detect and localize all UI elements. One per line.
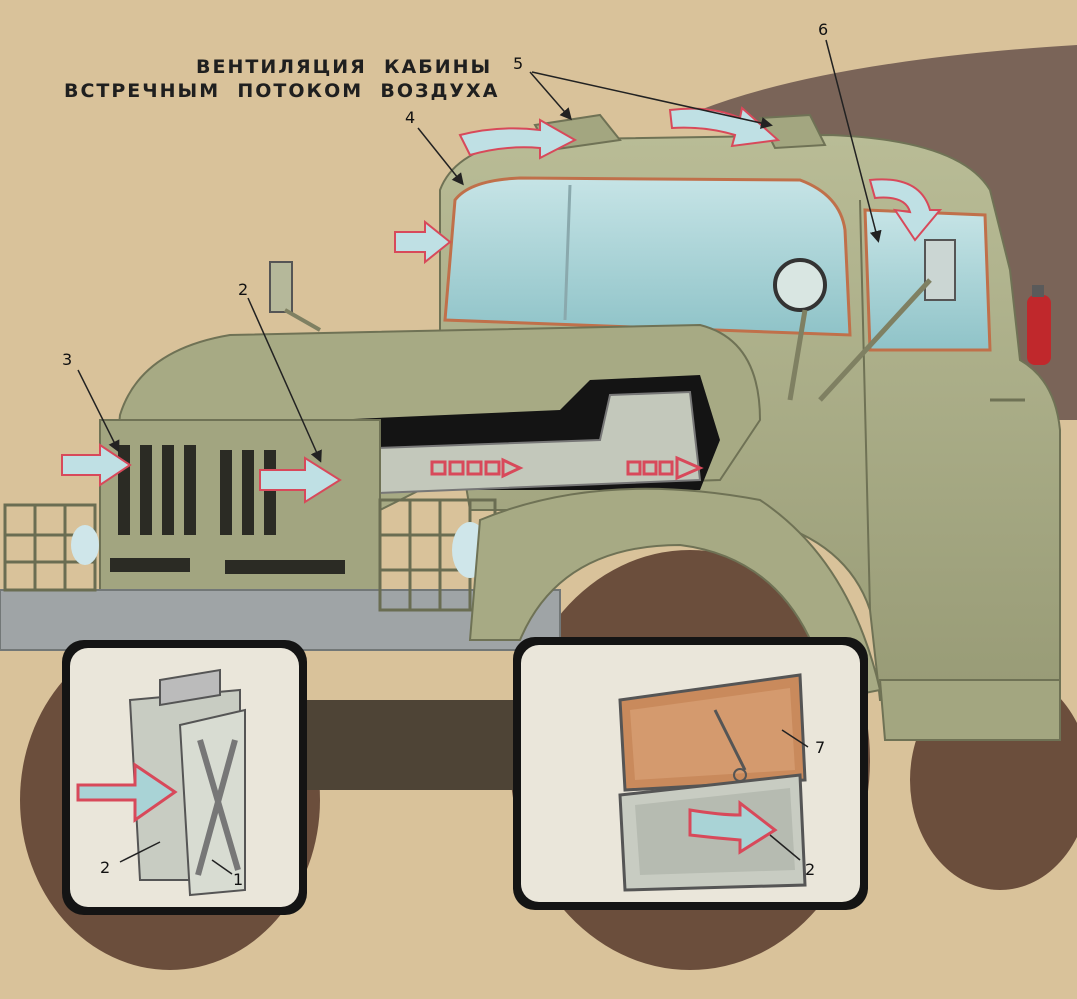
callout-2-inset-right: 2 <box>805 860 816 879</box>
callout-4: 4 <box>405 108 416 127</box>
inset-right <box>513 637 868 910</box>
fire-extinguisher-icon <box>1027 285 1051 365</box>
callout-2-inset-left: 2 <box>100 858 111 877</box>
duct-airflow-arrows <box>430 455 704 481</box>
inset-airflow-arrow <box>76 762 178 823</box>
diagram-title-line1: ВЕНТИЛЯЦИЯ КАБИНЫ <box>196 56 493 78</box>
diagram-title-line2: ВСТРЕЧНЫМ ПОТОКОМ ВОЗДУХА <box>64 80 500 102</box>
side-step <box>878 679 1061 741</box>
inset-left <box>62 640 307 915</box>
headlight-icon <box>71 525 99 565</box>
callout-5: 5 <box>513 54 524 73</box>
callout-2-main: 2 <box>238 280 249 299</box>
mirror-icon <box>924 239 956 301</box>
callout-3: 3 <box>62 350 73 369</box>
callout-7: 7 <box>815 738 826 757</box>
searchlight <box>773 258 827 312</box>
left-mirror <box>269 261 293 313</box>
airflow-arrow-icon <box>61 106 943 504</box>
windshield <box>443 176 852 337</box>
callout-1: 1 <box>233 870 244 889</box>
callout-6: 6 <box>818 20 829 39</box>
inset-airflow-arrow <box>688 799 778 855</box>
